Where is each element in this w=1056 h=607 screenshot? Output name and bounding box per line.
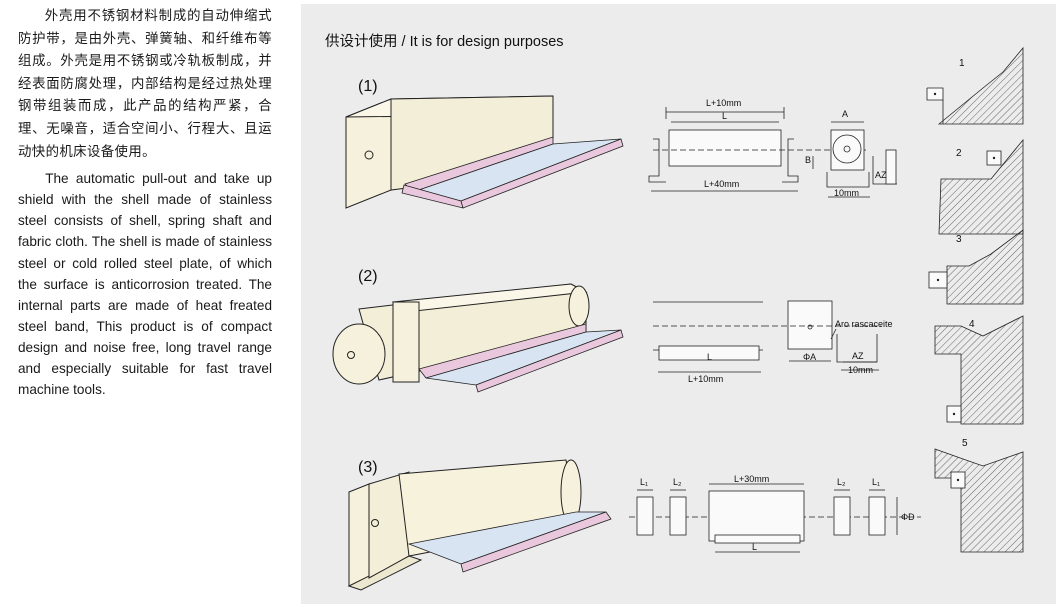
technical-drawings: L+10mm L L+40mm A B AZ 10mm xyxy=(332,46,1024,591)
dim-1-a: A xyxy=(842,109,848,119)
dim-3-l2-left: L₂ xyxy=(673,477,682,487)
mounting-number-4: 4 xyxy=(969,319,975,330)
row-label-3: (3) xyxy=(358,459,378,476)
design-panel: 供设计使用 / It is for design purposes (1) (2… xyxy=(301,4,1056,604)
mounting-number-1: 1 xyxy=(959,58,965,69)
mounting-dots xyxy=(933,92,996,482)
dim-3-l2-right: L₂ xyxy=(837,477,846,487)
shield-3d-type-3 xyxy=(347,459,612,591)
dim-2-az: AZ xyxy=(852,351,864,361)
dim-2-bottom: L+10mm xyxy=(688,374,723,384)
mounting-number-2: 2 xyxy=(956,148,962,159)
dim-3-l1-left: L₁ xyxy=(640,477,648,487)
mounting-number-3: 3 xyxy=(956,234,962,245)
dim-1-bottom: L+40mm xyxy=(704,179,739,189)
dim-2-inner: L xyxy=(707,352,712,362)
dimension-drawing-3 xyxy=(629,483,921,553)
panel-title: 供设计使用 / It is for design purposes xyxy=(325,34,564,50)
dimension-drawing-2 xyxy=(653,300,881,373)
row-label-2: (2) xyxy=(358,268,378,285)
dim-3-phid: ΦD xyxy=(901,512,915,522)
dim-1-top: L+10mm xyxy=(706,98,741,108)
dim-3-top: L+30mm xyxy=(734,474,769,484)
dim-3-inner: L xyxy=(752,542,757,552)
dim-1-10mm: 10mm xyxy=(834,188,859,198)
mounting-number-5: 5 xyxy=(962,438,968,449)
dim-2-10mm: 10mm xyxy=(848,365,873,375)
description-column: 外壳用不锈钢材料制成的自动伸缩式防护带，是由外壳、弹簧轴、和纤维布等组成。外壳是… xyxy=(18,6,272,400)
mounting-diagrams xyxy=(926,46,1024,553)
english-description: The automatic pull-out and take up shiel… xyxy=(18,171,272,398)
dim-2-phi: ΦA xyxy=(803,352,816,362)
dim-1-b: B xyxy=(805,155,811,165)
shield-3d-type-1 xyxy=(345,95,624,209)
dim-2-note: Aro rascaceite xyxy=(835,319,893,329)
chinese-description: 外壳用不锈钢材料制成的自动伸缩式防护带，是由外壳、弹簧轴、和纤维布等组成。外壳是… xyxy=(18,9,272,160)
dim-1-inner: L xyxy=(722,111,727,121)
dimension-drawing-1 xyxy=(648,107,897,198)
row-label-1: (1) xyxy=(358,78,378,95)
dim-1-az: AZ xyxy=(875,170,887,180)
shield-3d-type-2 xyxy=(332,283,624,393)
dim-3-l1-right: L₁ xyxy=(872,477,880,487)
